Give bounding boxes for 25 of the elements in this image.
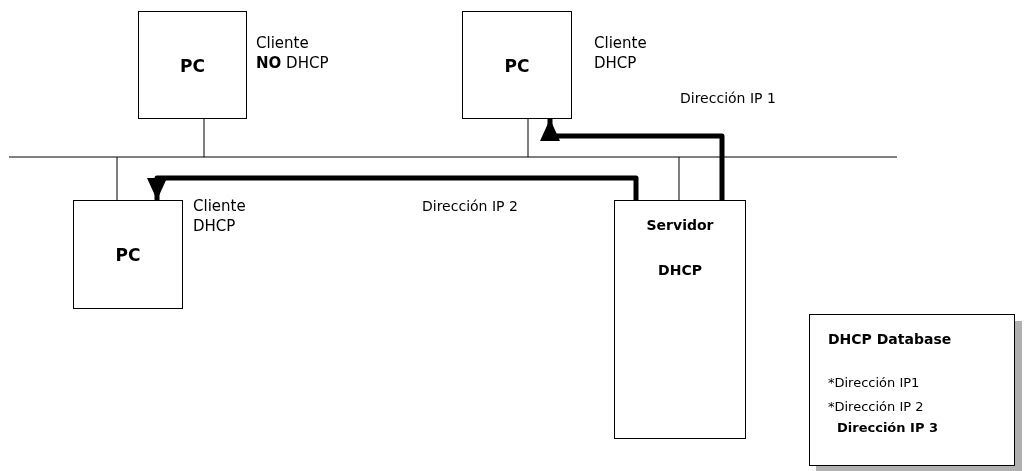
client-type-label: Cliente DHCP [594, 33, 648, 73]
pc-box [138, 11, 247, 119]
client-type-label: Cliente NO DHCP [256, 33, 330, 73]
server-label: DHCP [658, 262, 702, 278]
database-entry: *Dirección IP 2 [828, 399, 924, 414]
database-entry: Dirección IP 3 [837, 420, 938, 435]
pc-box [462, 11, 572, 119]
pc-label: PC [180, 56, 205, 76]
edge-label: Dirección IP 2 [420, 198, 520, 214]
network-bus-line [8, 156, 898, 158]
edge-label: Dirección IP 1 [678, 90, 778, 106]
arrow [540, 119, 725, 200]
pc-label: PC [115, 245, 141, 265]
connection-line [678, 156, 680, 201]
pc-label: PC [504, 56, 530, 76]
connection-line [527, 118, 529, 158]
client-type-label: Cliente DHCP [193, 196, 247, 236]
database-title: DHCP Database [828, 331, 952, 347]
connection-line [203, 118, 205, 158]
database-entry: *Dirección IP1 [828, 375, 920, 390]
arrow [147, 175, 639, 200]
server-box [614, 200, 746, 439]
pc-box [73, 200, 183, 309]
server-label: Servidor [646, 217, 714, 233]
connection-line [116, 156, 118, 201]
